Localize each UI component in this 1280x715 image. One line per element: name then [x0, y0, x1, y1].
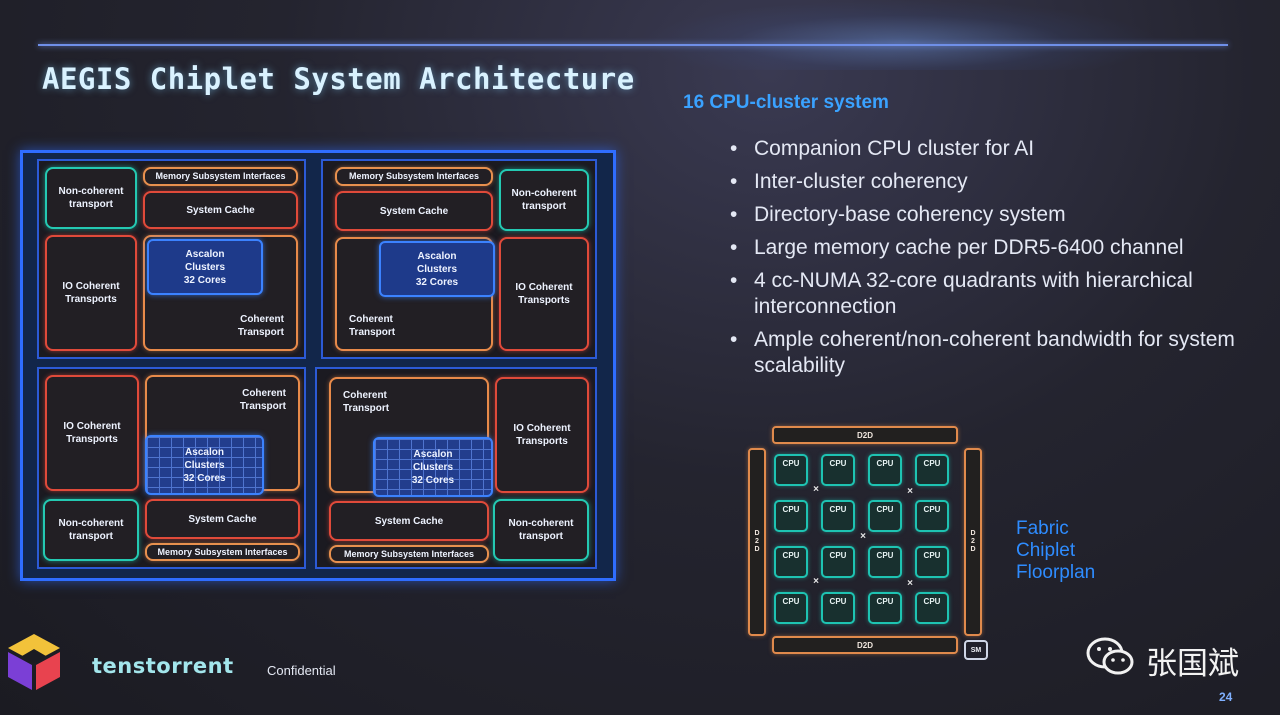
non-coherent-transport-block: Non-coherent transport — [43, 499, 139, 561]
memory-subsystem-interfaces-block: Memory Subsystem Interfaces — [145, 543, 300, 561]
slide-title: AEGIS Chiplet System Architecture — [42, 62, 635, 96]
quadrant-bottom-left: IO Coherent Transports Coherent Transpor… — [37, 367, 306, 569]
cpu-tile: CPU — [774, 592, 808, 624]
io-coherent-transports-block: IO Coherent Transports — [45, 235, 137, 351]
cpu-tile: CPU — [821, 454, 855, 486]
sm-block: SM — [964, 640, 988, 660]
cpu-tile: CPU — [868, 592, 902, 624]
author-watermark: 张国斌 — [1146, 646, 1239, 682]
memory-subsystem-interfaces-block: Memory Subsystem Interfaces — [143, 167, 298, 186]
interconnect-cross-icon: × — [907, 578, 913, 589]
cpu-tile: CPU — [915, 546, 949, 578]
quadrant-top-right: Memory Subsystem Interfaces System Cache… — [321, 159, 597, 359]
tenstorrent-logo-icon — [8, 634, 60, 690]
subheading: 16 CPU-cluster system — [683, 92, 889, 113]
cpu-tile: CPU — [915, 592, 949, 624]
bullet-item: Directory-base coherency system — [728, 202, 1248, 228]
coherent-transport-block: Coherent Transport — [145, 375, 300, 491]
ascalon-clusters-block: Ascalon Clusters 32 Cores — [379, 241, 495, 297]
non-coherent-transport-block: Non-coherent transport — [493, 499, 589, 561]
io-coherent-transports-block: IO Coherent Transports — [495, 377, 589, 493]
chiplet-diagram: Non-coherent transport Memory Subsystem … — [20, 150, 616, 581]
memory-subsystem-interfaces-block: Memory Subsystem Interfaces — [335, 167, 493, 186]
interconnect-cross-icon: × — [860, 531, 866, 542]
coherent-transport-block: Coherent Transport — [143, 235, 298, 351]
d2d-bottom-block: D2D — [772, 636, 958, 654]
memory-subsystem-interfaces-block: Memory Subsystem Interfaces — [329, 545, 489, 563]
io-coherent-transports-block: IO Coherent Transports — [499, 237, 589, 351]
d2d-top-block: D2D — [772, 426, 958, 444]
bullet-item: Ample coherent/non-coherent bandwidth fo… — [728, 327, 1248, 379]
coherent-transport-block: Coherent Transport — [329, 377, 489, 493]
bullet-item: Inter-cluster coherency — [728, 169, 1248, 195]
cpu-tile: CPU — [868, 546, 902, 578]
system-cache-block: System Cache — [143, 191, 298, 229]
non-coherent-transport-block: Non-coherent transport — [499, 169, 589, 231]
cpu-tile: CPU — [915, 500, 949, 532]
top-rule — [38, 44, 1228, 46]
d2d-left-block: D 2 D — [748, 448, 766, 636]
ascalon-clusters-block: Ascalon Clusters 32 Cores — [373, 437, 493, 497]
confidential-label: Confidential — [267, 663, 336, 678]
cpu-tile: CPU — [821, 500, 855, 532]
system-cache-block: System Cache — [335, 191, 493, 231]
bullet-list: Companion CPU cluster for AI Inter-clust… — [728, 136, 1248, 386]
cpu-tile: CPU — [774, 454, 808, 486]
interconnect-cross-icon: × — [907, 486, 913, 497]
top-glow — [640, 0, 1160, 70]
quadrant-top-left: Non-coherent transport Memory Subsystem … — [37, 159, 306, 359]
system-cache-block: System Cache — [145, 499, 300, 539]
quadrant-bottom-right: Coherent Transport Ascalon Clusters 32 C… — [315, 367, 597, 569]
bullet-item: Companion CPU cluster for AI — [728, 136, 1248, 162]
d2d-right-block: D 2 D — [964, 448, 982, 636]
floorplan-label: Fabric Chiplet Floorplan — [1016, 518, 1096, 583]
system-cache-block: System Cache — [329, 501, 489, 541]
page-number: 24 — [1219, 690, 1233, 704]
cpu-tile: CPU — [774, 500, 808, 532]
bullet-item: 4 cc-NUMA 32-core quadrants with hierarc… — [728, 268, 1248, 320]
cpu-tile: CPU — [868, 454, 902, 486]
io-coherent-transports-block: IO Coherent Transports — [45, 375, 139, 491]
interconnect-cross-icon: × — [813, 484, 819, 495]
cpu-tile: CPU — [821, 546, 855, 578]
cpu-tile: CPU — [774, 546, 808, 578]
cpu-tile: CPU — [821, 592, 855, 624]
cpu-tile: CPU — [915, 454, 949, 486]
brand-name: tenstorrent — [92, 654, 234, 678]
cpu-tile: CPU — [868, 500, 902, 532]
non-coherent-transport-block: Non-coherent transport — [45, 167, 137, 229]
fabric-floorplan: D2D D2D D 2 D D 2 D CPU CPU CPU CPU CPU … — [740, 420, 990, 660]
coherent-transport-block: Coherent Transport — [335, 237, 493, 351]
bullet-item: Large memory cache per DDR5-6400 channel — [728, 235, 1248, 261]
interconnect-cross-icon: × — [813, 576, 819, 587]
wechat-icon — [1086, 637, 1134, 675]
ascalon-clusters-block: Ascalon Clusters 32 Cores — [145, 435, 264, 495]
ascalon-clusters-block: Ascalon Clusters 32 Cores — [147, 239, 263, 295]
